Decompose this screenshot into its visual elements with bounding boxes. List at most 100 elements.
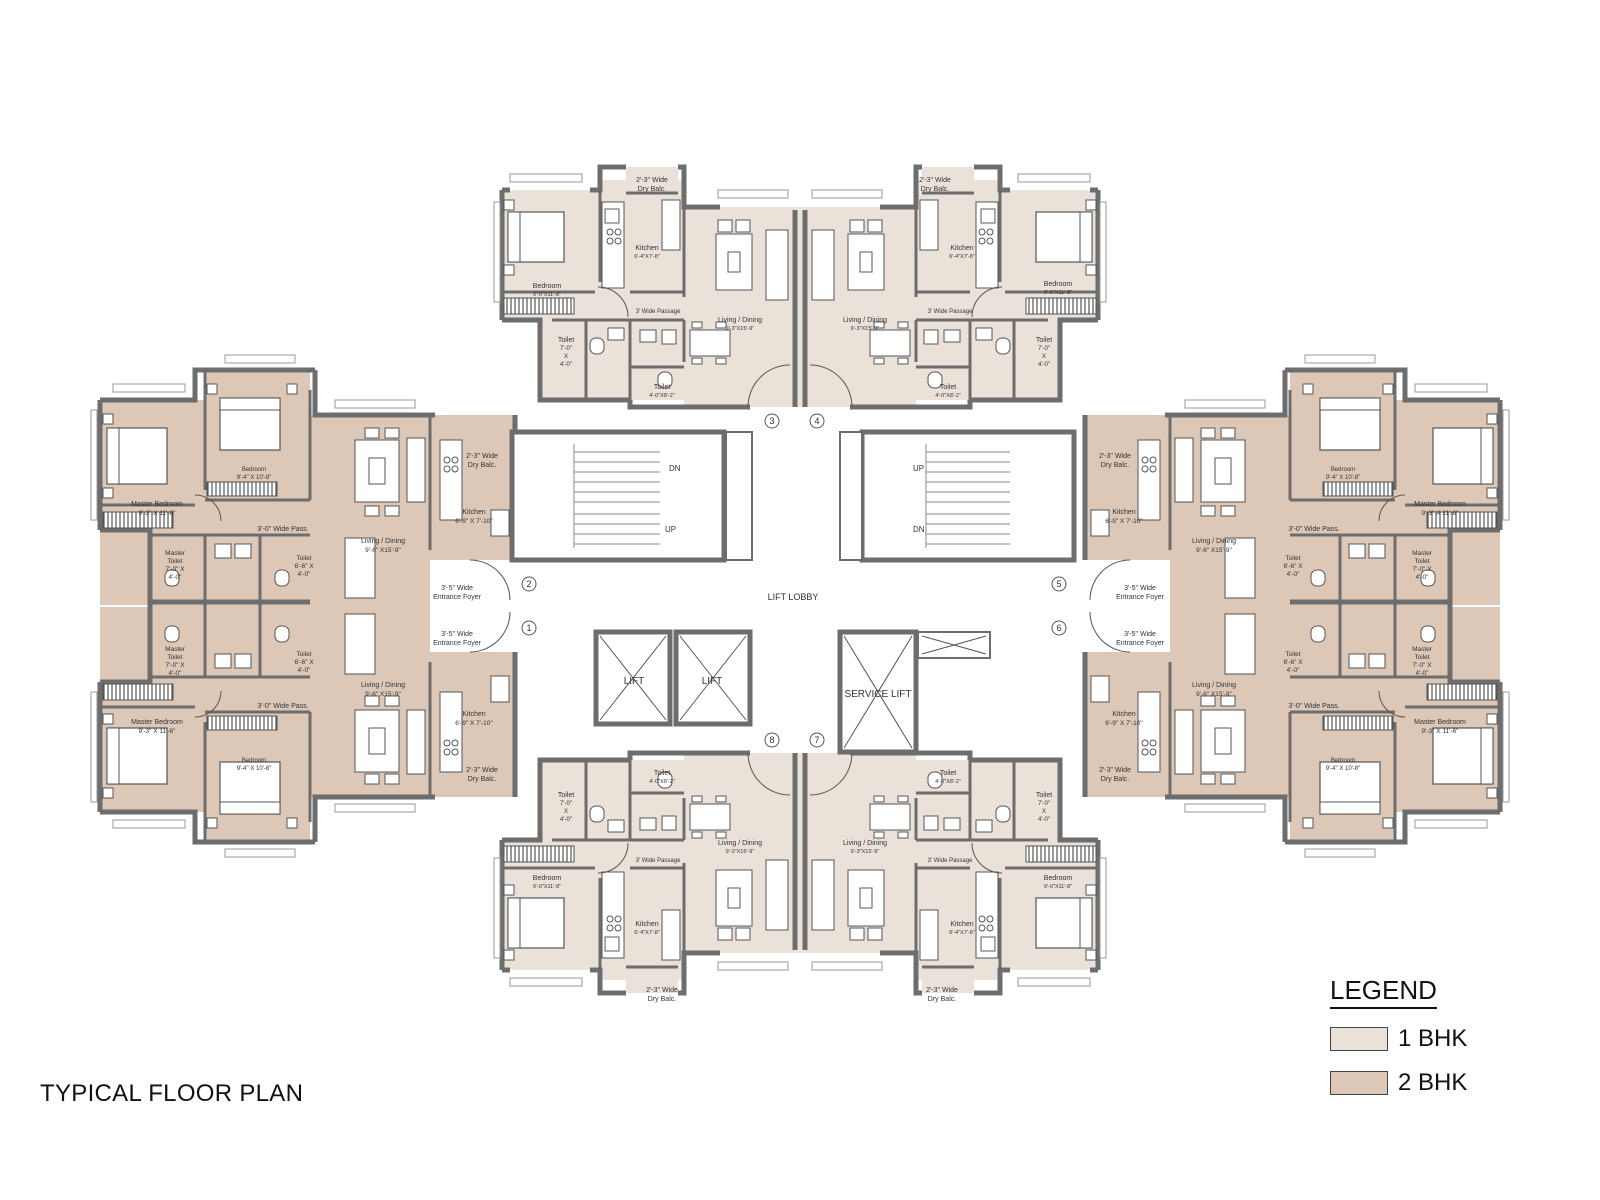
- kitchen-size: 6'-4"X7'-8": [634, 254, 660, 260]
- bedroom-size: 9'-0"X11'-8": [1044, 290, 1072, 296]
- living-label: Living / Dining: [843, 317, 887, 324]
- dry-balc-label: Dry Balc.: [468, 462, 496, 469]
- dry-balc-label: 2'-3" Wide: [636, 177, 668, 184]
- flat-markers: [521, 413, 1067, 748]
- living-size: 9'-6" X15'-9": [1196, 691, 1232, 698]
- passage-label: 3' Wide Passage: [928, 309, 973, 315]
- living-label: Living / Dining: [361, 538, 405, 545]
- bedroom-size: 9'-0"X11'-8": [533, 292, 561, 298]
- foyer-label: Entrance Foyer: [1116, 594, 1165, 601]
- labels-flat-8: Toilet 4'-0"X8'-2" Toilet 7'-0" X 4'-0" …: [533, 770, 762, 1003]
- living-size: 9'-3"X15'-9": [851, 326, 880, 332]
- toilet-size: X: [1042, 809, 1046, 815]
- labels-flat-1: 3'-5" Wide Entrance Foyer Master Toilet …: [131, 631, 498, 783]
- dry-balc-label: Dry Balc.: [928, 996, 956, 1003]
- toilet-size: 7'-0": [1038, 346, 1050, 352]
- passage-label: 3'-0" Wide Pass.: [257, 526, 308, 533]
- living-label: Living / Dining: [718, 840, 762, 847]
- legend-item-1bhk: 1 BHK: [1330, 1025, 1467, 1053]
- bedroom-label: Bedroom: [533, 875, 562, 882]
- toilet-size: 4'-0": [298, 667, 312, 674]
- master-toilet-label: Toilet: [167, 558, 182, 565]
- toilet-size: 6'-6" X: [1283, 659, 1303, 666]
- bedroom-size: 9'-0"X11'-8": [1044, 884, 1072, 890]
- master-toilet-size: 4'-0": [1416, 670, 1430, 677]
- living-size: 9'-3"X15'-9": [726, 849, 755, 855]
- dry-balc-label: 2'-3" Wide: [919, 177, 951, 184]
- service-lift-label: SERVICE LIFT: [844, 689, 911, 700]
- kitchen-size: 6'-9" X 7'-10": [1105, 518, 1143, 525]
- toilet-label: Toilet: [940, 770, 956, 777]
- lift-label-1: LIFT: [624, 676, 645, 687]
- toilet-size: 4'-0": [1287, 667, 1301, 674]
- passage-label: 3' Wide Passage: [636, 858, 681, 864]
- dry-balc-label: 2'-3" Wide: [466, 767, 498, 774]
- master-toilet-label: Master: [165, 646, 186, 653]
- dry-balc-label: Dry Balc.: [1101, 776, 1129, 783]
- master-toilet-size: 7'-0" X: [165, 566, 185, 573]
- dry-balc-label: Dry Balc.: [638, 186, 666, 193]
- dry-balc-label: 2'-3" Wide: [1099, 767, 1131, 774]
- living-size: 9'-3"X15'-9": [851, 849, 880, 855]
- bedroom-label: Bedroom: [1331, 467, 1355, 473]
- legend-item-2bhk: 2 BHK: [1330, 1069, 1467, 1097]
- bedroom-size: 9'-0"X11'-8": [533, 884, 561, 890]
- bedroom-size: 9'-4" X 10'-8": [1326, 766, 1361, 772]
- kitchen-size: 6'-9" X 7'-10": [455, 518, 493, 525]
- kitchen-label: Kitchen: [1112, 711, 1135, 718]
- living-size: 9'-6" X15'-9": [365, 691, 401, 698]
- living-label: Living / Dining: [718, 317, 762, 324]
- bedroom-label: Bedroom: [242, 758, 266, 764]
- labels-flat-3: 2'-3" Wide Dry Balc. Kitchen 6'-4"X7'-8"…: [533, 177, 762, 399]
- master-bedroom-size: 9'-3" X 11'-6": [139, 510, 177, 517]
- master-toilet-label: Master: [165, 550, 186, 557]
- labels-flat-5: Bedroom 9'-4" X 10'-8" Master Bedroom 9'…: [1099, 453, 1466, 601]
- living-label: Living / Dining: [361, 682, 405, 689]
- toilet-label: Toilet: [1285, 555, 1300, 562]
- toilet-size: 4'-0": [298, 571, 312, 578]
- toilet-size: 4'-0"X8'-2": [935, 779, 961, 785]
- stair-dn-left: DN: [669, 464, 681, 473]
- kitchen-label: Kitchen: [635, 921, 658, 928]
- passage-label: 3'-0" Wide Pass.: [1288, 526, 1339, 533]
- bedroom-size: 9'-4" X 10'-8": [237, 766, 272, 772]
- toilet-label: Toilet: [296, 555, 311, 562]
- bedroom-label: Bedroom: [1044, 875, 1073, 882]
- living-size: 9'-6" X15'-9": [1196, 547, 1232, 554]
- toilet-size: 6'-6" X: [294, 563, 314, 570]
- master-bedroom-size: 9'-3" X 11'-6": [1422, 728, 1460, 735]
- foyer-label: Entrance Foyer: [433, 640, 482, 647]
- master-toilet-size: 4'-0": [169, 670, 183, 677]
- toilet-size: 6'-6" X: [294, 659, 314, 666]
- unit-1bhk-flat-7: [798, 753, 1106, 993]
- labels-flat-2: Bedroom 9'-4" X 10'-8" Master Bedroom 9'…: [131, 453, 498, 601]
- kitchen-label: Kitchen: [462, 711, 485, 718]
- dry-balc-label: 2'-3" Wide: [646, 987, 678, 994]
- master-bedroom-label: Master Bedroom: [1414, 501, 1466, 508]
- labels-flat-4: 2'-3" Wide Dry Balc. Kitchen 6'-4"X7'-8"…: [843, 177, 1072, 399]
- passage-label: 3'-0" Wide Pass.: [1288, 703, 1339, 710]
- toilet-label: Toilet: [1036, 337, 1052, 344]
- foyer-label: 3'-5" Wide: [441, 631, 473, 638]
- flat-number-7: 7: [814, 735, 819, 745]
- bedroom-label: Bedroom: [533, 283, 562, 290]
- toilet-size: 4'-0": [1038, 817, 1050, 823]
- toilet-size: X: [564, 354, 568, 360]
- living-label: Living / Dining: [1192, 682, 1236, 689]
- kitchen-label: Kitchen: [950, 245, 973, 252]
- lift-label-2: LIFT: [702, 676, 723, 687]
- toilet-label: Toilet: [1285, 651, 1300, 658]
- master-toilet-size: 4'-0": [169, 574, 183, 581]
- legend-label-2bhk: 2 BHK: [1398, 1069, 1468, 1096]
- stair-up-left: UP: [665, 525, 676, 534]
- toilet-label: Toilet: [296, 651, 311, 658]
- unit-1bhk-flat-8: [494, 753, 802, 993]
- foyer-label: Entrance Foyer: [433, 594, 482, 601]
- living-label: Living / Dining: [1192, 538, 1236, 545]
- page-title: TYPICAL FLOOR PLAN: [40, 1080, 304, 1107]
- bedroom-label: Bedroom: [1044, 281, 1073, 288]
- master-toilet-label: Toilet: [167, 654, 182, 661]
- stair-up-right: UP: [913, 464, 924, 473]
- dry-balc-label: 2'-3" Wide: [466, 453, 498, 460]
